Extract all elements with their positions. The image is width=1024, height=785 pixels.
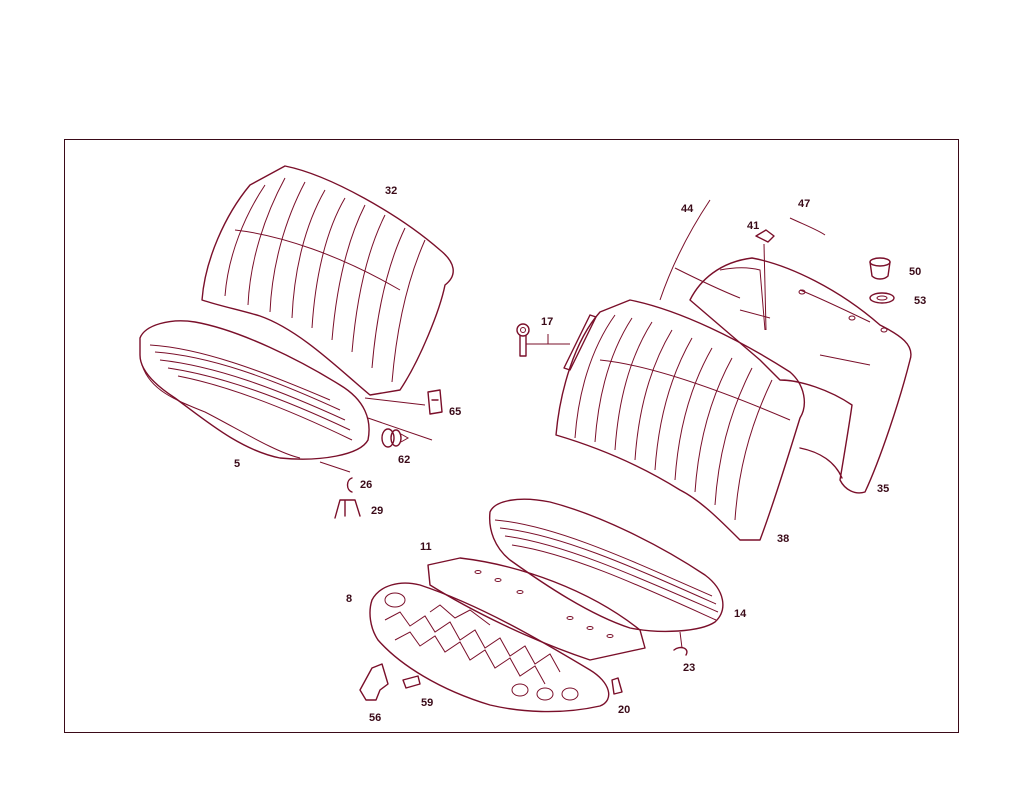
part-35-backrest-frame — [689, 257, 912, 494]
part-trim-strip — [563, 314, 597, 371]
callout-32: 32 — [385, 185, 397, 197]
part-56-bracket — [359, 663, 389, 701]
part-50-plug — [869, 257, 891, 280]
part-38-backrest-right — [555, 299, 806, 541]
callout-20: 20 — [618, 704, 630, 716]
leader-44-b — [659, 199, 711, 301]
callout-44: 44 — [681, 203, 694, 215]
part-29-wire-clip — [334, 499, 361, 519]
leader-23 — [679, 631, 683, 649]
callout-26: 26 — [360, 479, 372, 491]
part-23-clip — [673, 646, 688, 656]
callout-38: 38 — [777, 533, 789, 545]
callout-50: 50 — [909, 266, 921, 278]
part-14-seat-cushion-right — [488, 498, 724, 633]
part-17-screw — [516, 323, 570, 357]
part-53-washer — [869, 292, 895, 304]
part-26-ring — [346, 477, 353, 493]
leader-26 — [319, 461, 351, 473]
callout-53: 53 — [914, 295, 926, 307]
leader-65 — [364, 397, 426, 406]
part-32-backrest-left — [201, 165, 454, 396]
callout-62: 62 — [398, 454, 410, 466]
callout-5: 5 — [234, 458, 240, 470]
part-65-clip — [427, 389, 443, 415]
part-11-seat-base-pad — [427, 557, 646, 661]
part-62-grommet — [381, 428, 410, 448]
diagram-frame — [64, 139, 959, 733]
callout-23: 23 — [683, 662, 695, 674]
callout-29: 29 — [371, 505, 383, 517]
leader-47 — [789, 217, 826, 236]
leader-44-a — [674, 267, 741, 299]
callout-11: 11 — [420, 541, 432, 553]
part-59-clip — [402, 675, 421, 689]
callout-35: 35 — [877, 483, 889, 495]
callout-47: 47 — [798, 198, 810, 210]
callout-41: 41 — [747, 220, 759, 232]
callout-14: 14 — [734, 608, 747, 620]
leader-62 — [367, 417, 433, 441]
part-41-clip — [755, 229, 775, 331]
part-5-seat-cushion-left — [139, 320, 370, 460]
callout-59: 59 — [421, 697, 433, 709]
callout-65: 65 — [449, 406, 461, 418]
part-8-spring-frame — [369, 582, 610, 713]
callout-56: 56 — [369, 712, 381, 724]
callout-17: 17 — [541, 316, 553, 328]
callout-8: 8 — [346, 593, 352, 605]
part-20-clip — [611, 677, 623, 695]
